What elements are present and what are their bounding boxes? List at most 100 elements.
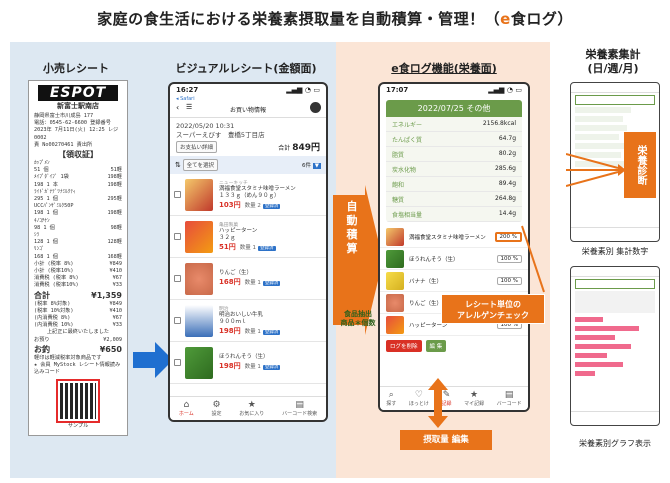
purchase-date: 2022/05/20 10:31 — [176, 122, 235, 130]
section-agg-period: (日/週/月) — [587, 62, 639, 75]
receipt-line: ﾗｲﾄﾞｶﾞﾅﾃﾞﾂﾅﾐﾙｸﾃｨ — [34, 188, 76, 195]
tab-home[interactable]: ⌂ホーム — [178, 400, 194, 417]
extract-label: 食品抽出 商品＊個数 — [340, 310, 376, 327]
receipt-footer: 軽印は軽減税率対象商品です — [34, 354, 102, 361]
item-checkbox[interactable] — [174, 359, 181, 366]
portion-percent[interactable]: 200 % — [494, 231, 522, 242]
retail-receipt: ESPOT 新富士駅南店 静岡県富士市川成島 177 電話：0545-62-66… — [28, 80, 128, 436]
screen-header: ‹ ☰ お買い物情報 — [170, 102, 326, 118]
signal-icon: ▂▄▆ ◔ ▭ — [488, 86, 522, 94]
portion-percent[interactable]: 100 % — [496, 254, 522, 263]
tab-hottoke[interactable]: ♡ほっとけ — [408, 390, 429, 407]
receipt-paid: お預り¥2,009 — [34, 336, 122, 343]
tab-barcode[interactable]: ▤バーコード検索 — [282, 400, 318, 417]
product-image — [185, 220, 213, 253]
total-amount: 849円 — [292, 143, 320, 153]
payment-details-button[interactable]: お支払い詳細 — [176, 140, 218, 153]
qr-code-frame[interactable] — [56, 378, 100, 423]
title-e: e — [500, 10, 511, 28]
agg-caption-numbers: 栄養素別 集計数字 — [581, 247, 649, 256]
delete-log-button[interactable]: ログを削除 — [386, 340, 422, 352]
item-checkbox[interactable] — [174, 317, 181, 324]
item-checkbox[interactable] — [174, 275, 181, 282]
edit-button[interactable]: 編 集 — [425, 340, 447, 352]
mini-summary — [575, 291, 655, 313]
menu-icon[interactable]: ☰ — [186, 103, 193, 111]
select-all-button[interactable]: 全てを選択 — [182, 159, 219, 171]
product-image — [185, 178, 213, 211]
receipt-line: (税率 10%対象)¥410 — [34, 307, 122, 314]
food-image — [386, 227, 404, 246]
intake-edit-label: 摂取量 編集 — [400, 430, 492, 450]
food-image — [386, 293, 404, 312]
visual-receipt-phone: 16:27▂▄▆ ◔ ▭ ◂ Safari ‹ ☰ お買い物情報 2022/05… — [168, 82, 328, 422]
tab-barcode[interactable]: ▤バーコード — [496, 390, 522, 407]
portion-percent[interactable]: 100 % — [496, 276, 522, 285]
callout-pointer-icon — [521, 225, 545, 293]
arrow-right-icon — [133, 342, 173, 378]
tab-settings[interactable]: ⚙設定 — [211, 400, 222, 417]
receipt-tax-lines: (税率 8%対象)¥849(税率 10%対象)¥410(内消費税 8%)¥67(… — [34, 301, 122, 330]
qr-code-icon — [60, 382, 96, 419]
item-checkbox[interactable] — [174, 233, 181, 240]
store-logo: ESPOT — [38, 85, 118, 101]
food-item[interactable]: ほうれんそう（生）100 % — [380, 248, 528, 270]
signal-icon: ▂▄▆ ◔ ▭ — [286, 86, 320, 94]
tab-my-record[interactable]: ★マイ記録 — [464, 390, 485, 407]
tab-bar: ⌂ホーム ⚙設定 ★お気に入り ▤バーコード検索 — [170, 396, 326, 420]
mini-status — [571, 83, 659, 93]
item-checkbox[interactable] — [174, 191, 181, 198]
back-link[interactable]: ◂ Safari — [176, 96, 195, 102]
food-image — [386, 315, 404, 334]
receipt-total: 合計¥1,359 — [34, 290, 122, 300]
double-arrow-vertical-icon — [428, 378, 448, 428]
food-item[interactable]: バナナ（生）100 % — [380, 270, 528, 292]
star-icon: ★ — [470, 390, 479, 400]
nutrition-diagnosis-label: 栄養診断 — [624, 132, 656, 198]
receipt-line: ｶｯﾌﾟﾒﾝ — [34, 160, 50, 167]
receipt-line: (内消費税 8%)¥67 — [34, 315, 122, 322]
tab-search[interactable]: ⌕探す — [386, 390, 397, 407]
back-arrow-icon[interactable]: ‹ — [176, 103, 180, 112]
home-icon: ⌂ — [183, 400, 190, 410]
avatar[interactable] — [310, 102, 321, 113]
sort-icon[interactable]: ⇅ — [175, 161, 181, 169]
product-image — [185, 304, 213, 337]
tab-record[interactable]: ✎記録 — [441, 390, 452, 407]
mini-bar-graph — [575, 317, 655, 376]
mini-tab-bar — [571, 227, 659, 241]
tab-favorites[interactable]: ★お気に入り — [239, 400, 265, 417]
search-icon: ⌕ — [388, 390, 394, 400]
auto-calc-label: 自 動 積 算 — [346, 200, 358, 255]
receipt-note: 上記正に最終いたしました — [46, 329, 110, 336]
filter-icon[interactable]: ▼ — [312, 163, 321, 169]
gear-icon: ⚙ — [212, 400, 221, 410]
receipt-change: お釣¥650 — [34, 344, 122, 354]
addr-line: 2023年 7月11日(火) 12:25 レジ 0002 — [34, 127, 119, 141]
status-bar: 17:07▂▄▆ ◔ ▭ — [386, 86, 522, 94]
